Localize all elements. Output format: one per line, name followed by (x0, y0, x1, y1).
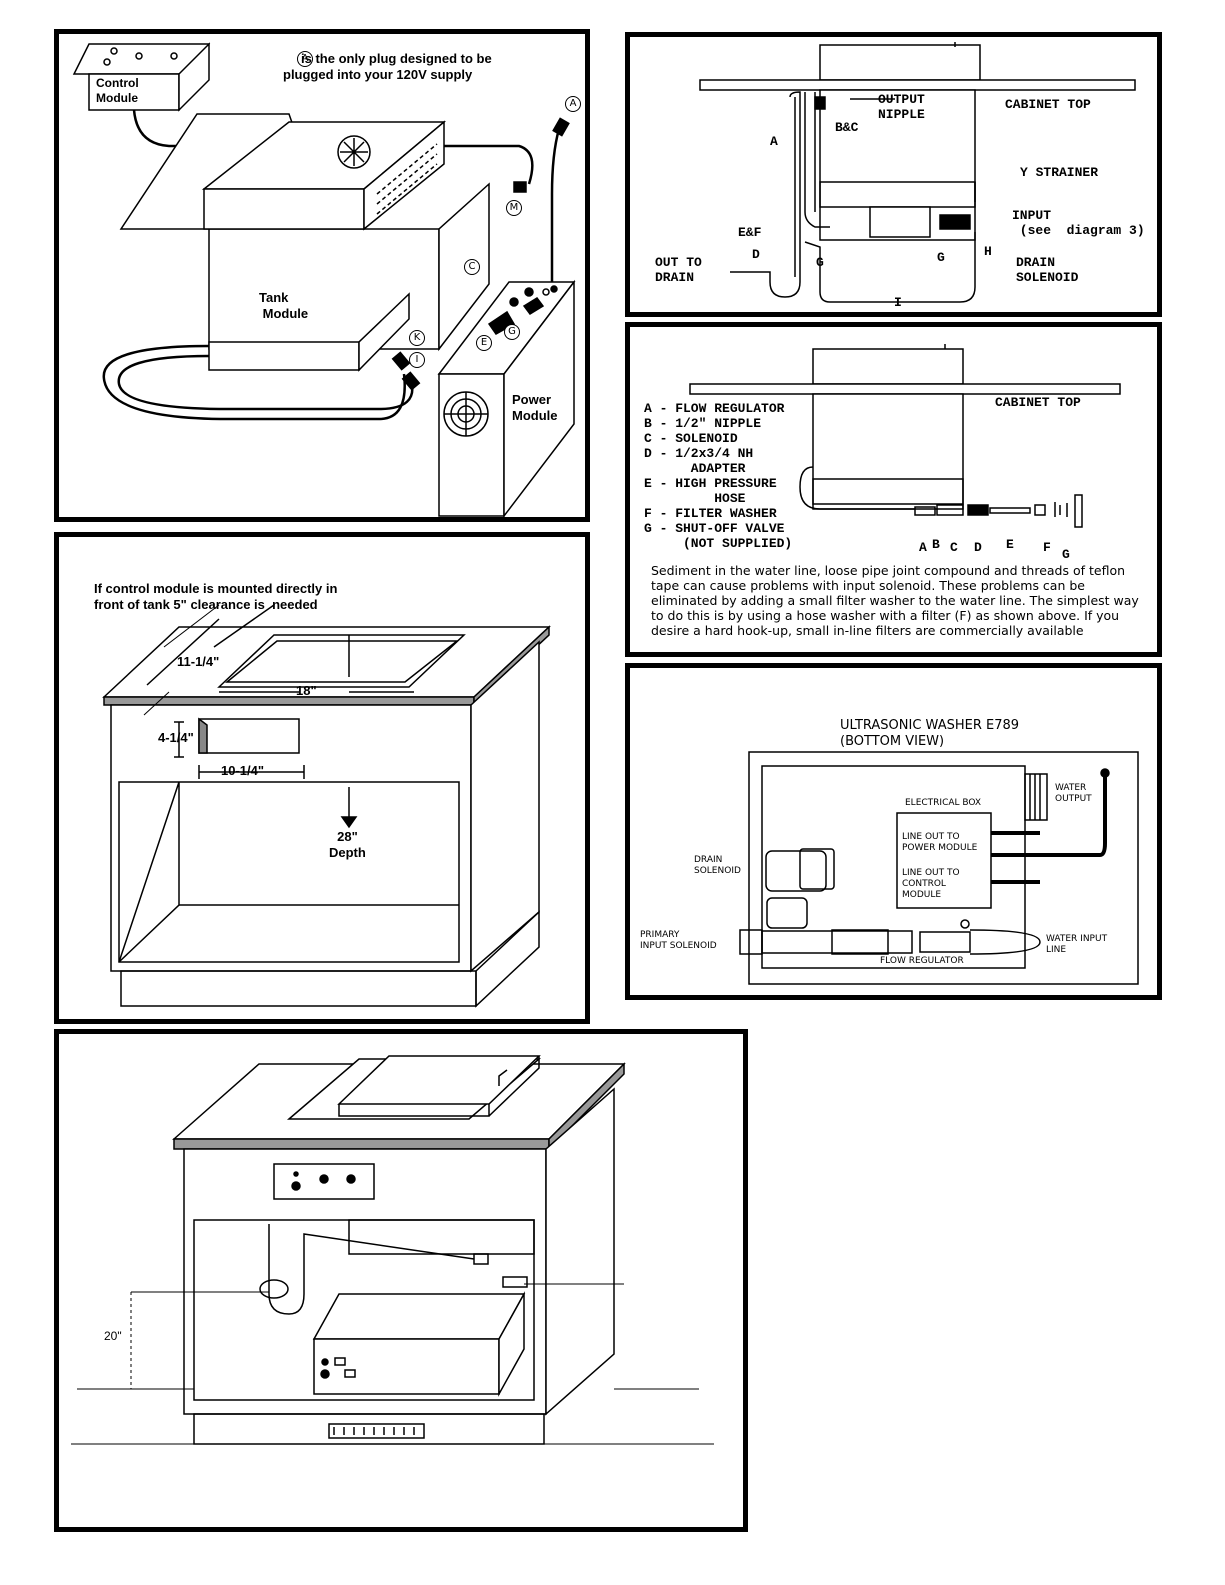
line-control-label: LINE OUT TO CONTROL MODULE (902, 868, 960, 900)
depth-label: 28" Depth (329, 829, 366, 860)
connector-m-marker: M (506, 200, 522, 216)
plumbing-drain-drawing (699, 42, 1136, 303)
system-overview-drawing (72, 42, 576, 517)
d-label: D (752, 247, 760, 262)
dim-11-label: 11-1/4" (177, 654, 220, 669)
dim-18-label: 18" (296, 683, 317, 698)
connector-c-marker: C (464, 259, 480, 275)
drain-solenoid-label-1: DRAIN SOLENOID (1016, 255, 1079, 285)
control-module-label: Control Module (96, 76, 139, 105)
legend-line: ADAPTER (644, 461, 746, 476)
bottom-view-title: ULTRASONIC WASHER E789 (BOTTOM VIEW) (840, 718, 1020, 749)
water-output-label: WATER OUTPUT (1055, 783, 1092, 804)
h-label: H (984, 244, 992, 259)
dim-10-label: 10-1/4" (221, 763, 265, 778)
power-module-label: Power Module (512, 392, 558, 423)
i-label: I (894, 295, 902, 310)
tank-module-label: Tank Module (259, 290, 309, 321)
part-letter-b: B (932, 537, 940, 552)
legend-line: A - FLOW REGULATOR (644, 401, 785, 416)
drain-solenoid-label-2: DRAIN SOLENOID (694, 855, 741, 876)
cabinet-cutout-drawing (102, 604, 551, 1008)
connector-a-marker: A (565, 96, 581, 112)
legend-line: G - SHUT-OFF VALVE (644, 521, 785, 536)
component-legend: A - FLOW REGULATOR B - 1/2" NIPPLE C - S… (644, 401, 792, 551)
legend-line: C - SOLENOID (644, 431, 738, 446)
dim-4-label: 4-1/4" (158, 730, 194, 745)
part-letter-f: F (1043, 540, 1051, 555)
ef-label: E&F (738, 225, 762, 240)
dim-20-label: 20" (104, 1329, 122, 1343)
cabinet-top-label-2: CABINET TOP (995, 395, 1081, 410)
electrical-box-label: ELECTRICAL BOX (905, 798, 982, 808)
out-to-drain-label: OUT TO DRAIN (655, 255, 702, 285)
input-label: INPUT (see diagram 3) (1012, 208, 1145, 238)
connector-g-marker: G (504, 324, 520, 340)
g1-label: G (816, 255, 824, 270)
bottom-view-drawing (739, 751, 1139, 985)
panel-input-hookup: CABINET TOP A - FLOW REGULATOR B - 1/2" … (625, 322, 1162, 657)
legend-line: E - HIGH PRESSURE (644, 476, 777, 491)
part-letter-g: G (1062, 547, 1070, 562)
installed-cabinet-drawing (71, 1055, 714, 1445)
sediment-note: Sediment in the water line, loose pipe j… (651, 563, 1139, 638)
line-power-label: LINE OUT TO POWER MODULE (902, 832, 978, 853)
flow-regulator-label: FLOW REGULATOR (880, 956, 964, 966)
a-label: A (770, 134, 778, 149)
primary-input-label: PRIMARY INPUT SOLENOID (640, 930, 717, 951)
output-nipple-label: OUTPUT NIPPLE (878, 92, 925, 122)
cabinet-top-label-1: CABINET TOP (1005, 97, 1091, 112)
panel-system-overview: Control Module Tank Module Power Module … (54, 29, 590, 522)
connector-k-marker: K (409, 330, 425, 346)
part-letter-d: D (974, 540, 982, 555)
bc-label: B&C (835, 120, 859, 135)
panel-cabinet-cutout: If control module is mounted directly in… (54, 532, 590, 1024)
g2-label: G (937, 250, 945, 265)
part-letter-e: E (1006, 537, 1014, 552)
part-letter-a: A (919, 540, 927, 555)
connector-e-marker: E (476, 335, 492, 351)
y-strainer-label: Y STRAINER (1020, 165, 1099, 180)
legend-line: HOSE (644, 491, 746, 506)
legend-line: D - 1/2x3/4 NH (644, 446, 754, 461)
panel-plumbing-drain: OUTPUT NIPPLE CABINET TOP B&C A Y STRAIN… (625, 32, 1162, 317)
part-letter-c: C (950, 540, 958, 555)
legend-line: F - FILTER WASHER (644, 506, 777, 521)
connector-i-marker: I (409, 352, 425, 368)
connector-a-note-marker: A (297, 51, 313, 67)
input-hookup-drawing (689, 344, 1121, 528)
water-input-label: WATER INPUT LINE (1046, 934, 1108, 955)
panel-installed-cabinet: 20" (54, 1029, 748, 1532)
legend-line: B - 1/2" NIPPLE (644, 416, 762, 431)
plug-note: is the only plug designed to be plugged … (283, 51, 492, 82)
panel-bottom-view: ULTRASONIC WASHER E789 (BOTTOM VIEW) ELE… (625, 663, 1162, 1000)
legend-line: (NOT SUPPLIED) (644, 536, 793, 551)
clearance-note: If control module is mounted directly in… (94, 581, 338, 612)
